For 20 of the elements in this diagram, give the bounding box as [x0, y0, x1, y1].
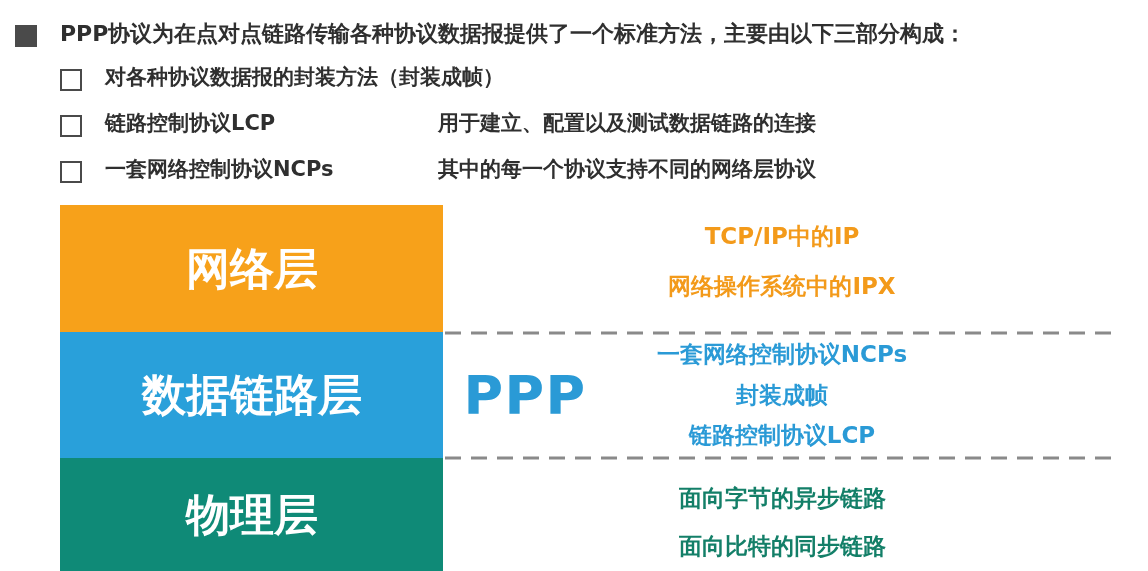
protocol-text: 网络操作系统中的IPX — [668, 272, 896, 301]
protocol-text: 封装成帧 — [736, 381, 828, 410]
list-item-text: 对各种协议数据报的封装方法（封装成帧） — [105, 64, 504, 91]
description-text: 其中的每一个协议支持不同的网络层协议 — [438, 156, 816, 183]
link-type-text: 面向比特的同步链路 — [678, 532, 886, 561]
link-type-text: 面向字节的异步链路 — [678, 484, 886, 513]
protocol-text: 一套网络控制协议NCPs — [656, 340, 908, 369]
list-item-text: 链路控制协议LCP — [105, 110, 276, 137]
heading-text: PPP协议为在点对点链路传输各种协议数据报提供了一个标准方法，主要由以下三部分构成： — [60, 20, 967, 48]
protocol-text: TCP/IP中的IP — [704, 222, 860, 251]
layer-band — [60, 458, 443, 571]
list-item-text: 一套网络控制协议NCPs — [105, 156, 334, 183]
layer-name: 物理层 — [185, 487, 318, 542]
layer-band — [60, 205, 443, 332]
protocol-name: PPP — [463, 363, 587, 429]
layer-name: 网络层 — [185, 241, 318, 296]
protocol-text: 链路控制协议LCP — [688, 421, 876, 450]
layer-name: 数据链路层 — [141, 368, 362, 422]
layer-band — [60, 332, 443, 458]
description-text: 用于建立、配置以及测试数据链路的连接 — [438, 110, 816, 137]
